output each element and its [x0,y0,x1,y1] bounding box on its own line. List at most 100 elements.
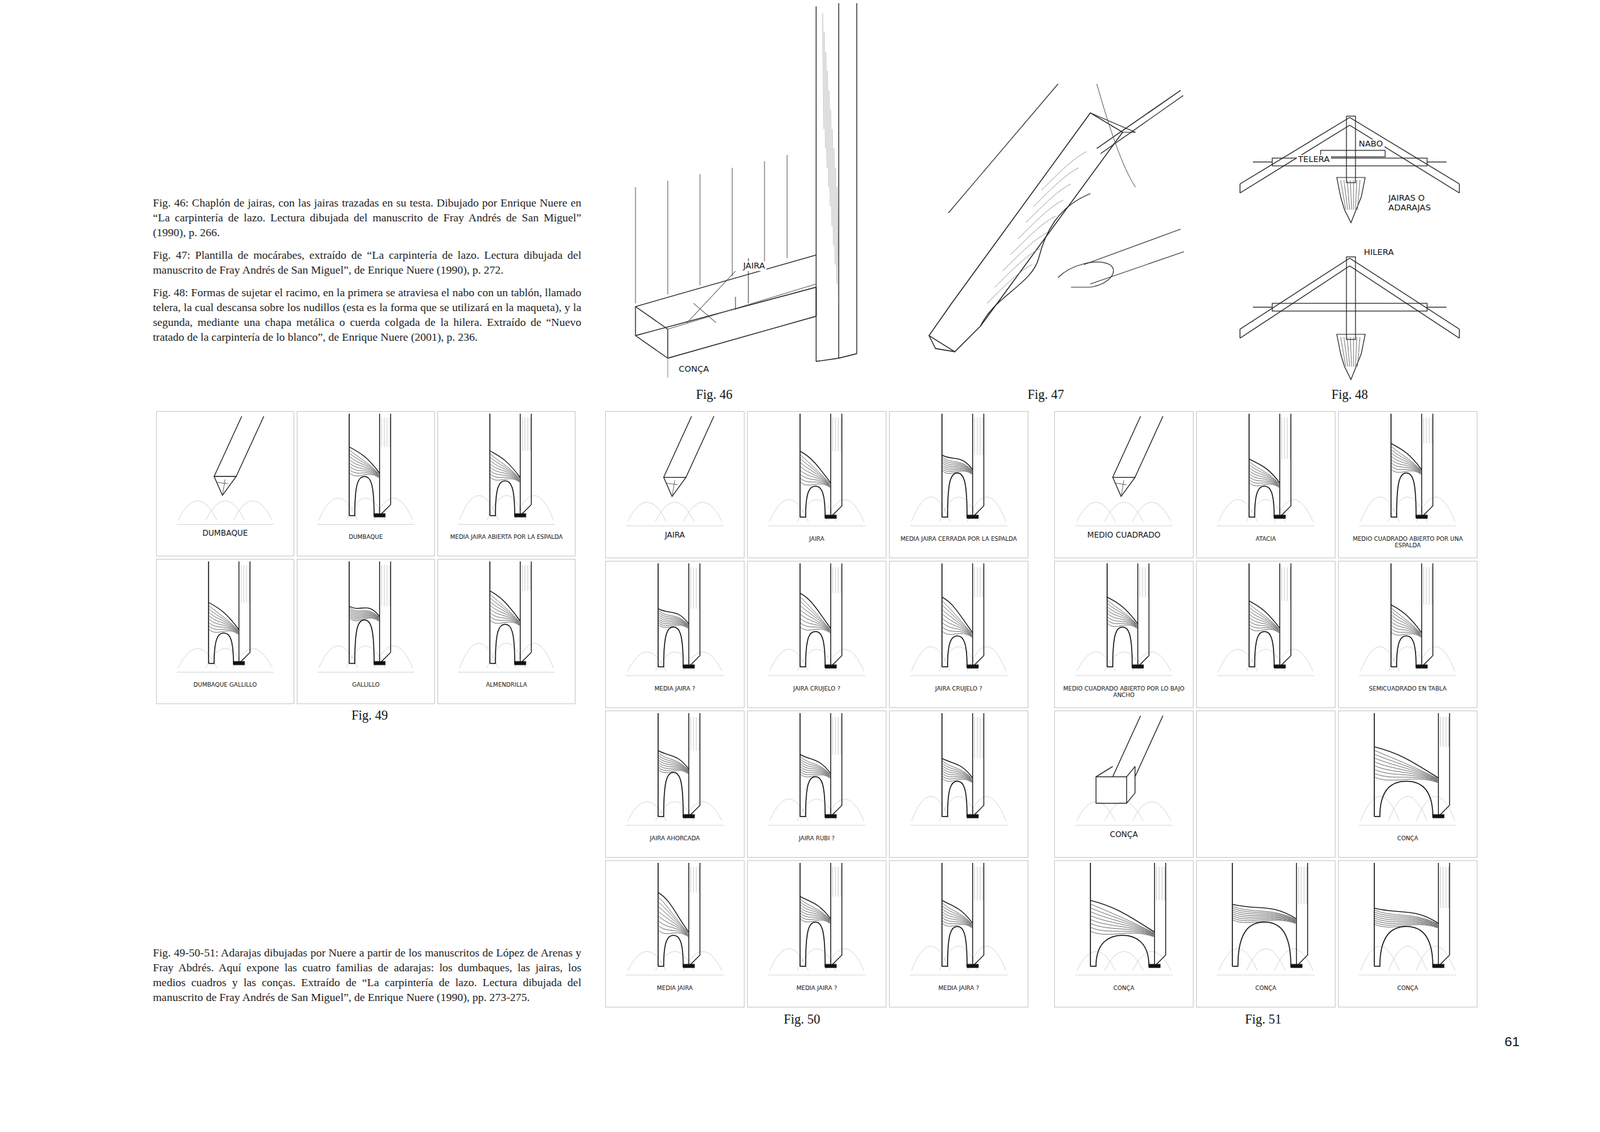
ink-path [800,776,831,817]
ink-line [699,712,700,806]
ink-line [982,716,984,759]
ink-path [911,945,951,971]
ink-line [692,567,694,609]
ink-path [1090,919,1154,935]
ink-path [658,772,690,817]
ink-line [835,167,837,284]
ink-line [1289,567,1291,601]
ink-path [658,614,689,626]
adaraja-name: MEDIA JAIRA CERRADA POR LA ESPALDA [898,535,1020,542]
ink-line [1126,766,1135,777]
ink-line [1423,567,1424,605]
ink-line [1300,866,1302,904]
ink-line [840,716,842,755]
ink-line [667,180,669,295]
ink-path [658,911,689,935]
ink-rect [1338,860,1478,1008]
ink-rect [1196,561,1336,708]
ink-line [1303,866,1305,904]
ink-line [1423,417,1424,444]
ink-path [1107,610,1138,626]
ink-rect [233,661,245,665]
ink-line [690,567,691,609]
ink-line [764,161,766,268]
ink-line [1307,862,1308,955]
ink-line [1106,563,1108,667]
ink-line [1240,125,1350,193]
ink-rect [1096,776,1128,804]
ink-path [459,643,499,668]
ink-line [1121,480,1124,497]
ink-line [834,148,836,265]
ink-line [767,525,866,526]
adaraja-name: JAIRA RUBI ? [756,834,878,842]
ink-line [1349,265,1460,339]
ink-path [1391,618,1422,635]
ink-line [1358,674,1457,676]
ink-line [1126,792,1135,804]
ink-path [349,450,379,475]
figure-number: Fig. 51 [1230,1011,1296,1027]
ink-line [1421,413,1422,517]
ink-line [1296,862,1297,966]
ink-line [983,563,984,656]
ink-rect [889,411,1029,559]
ink-line [1431,567,1433,605]
ink-line [489,561,491,664]
ink-path [1391,629,1422,637]
ink-line [767,824,866,826]
ink-line [458,523,555,525]
ink-path [1374,926,1439,967]
ink-line [1353,336,1355,367]
ink-line [1449,862,1450,955]
ink-line [1438,862,1439,966]
ink-line [1357,180,1360,210]
ink-path [800,592,831,628]
ink-path [349,616,379,621]
ink-path [658,930,689,937]
ink-rect [1338,710,1478,858]
ink-path [1249,614,1280,631]
ink-path [1360,646,1400,671]
ink-path [349,453,379,475]
caption-column: Fig. 46: Chaplón de jairas, con las jair… [152,195,582,353]
ink-line [246,565,248,603]
ink-path [1374,750,1438,779]
ink-path [1232,921,1297,966]
adaraja-name: CONÇA [1060,830,1188,840]
ink-path [1107,603,1138,625]
ink-line [1216,974,1315,975]
ink-line [208,561,210,664]
page-number: 61 [1504,1033,1520,1050]
ink-line [841,413,842,506]
ink-line [249,561,251,653]
adaraja-name: MEDIA JAIRA [614,984,736,991]
ink-line [524,565,526,591]
ink-line [735,296,737,310]
ink-path [948,83,1059,213]
ink-line [832,129,834,246]
ink-path [800,450,831,483]
ink-line [1349,258,1460,330]
ink-path [1249,467,1280,485]
ink-path [942,903,973,924]
ink-path [209,625,239,634]
ink-path [658,920,689,935]
ink-rect [1432,963,1444,968]
ink-line [909,674,1008,676]
ink-line [787,154,788,259]
ink-path [1249,480,1280,488]
ink-path [911,646,951,671]
adaraja-name: CONÇA [1347,984,1469,991]
ink-rect [605,411,745,559]
adaraja-name: MEDIO CUADRADO ABIERTO POR LO BAJO ANCHO [1063,685,1185,699]
ink-path [658,934,690,966]
ink-path [1249,630,1280,667]
ink-rect [683,664,695,668]
ink-line [1147,567,1149,597]
ink-path [1336,334,1366,380]
ink-path [1100,95,1184,154]
ink-path [459,495,499,520]
ink-path [1076,651,1116,671]
ink-path [349,463,379,477]
